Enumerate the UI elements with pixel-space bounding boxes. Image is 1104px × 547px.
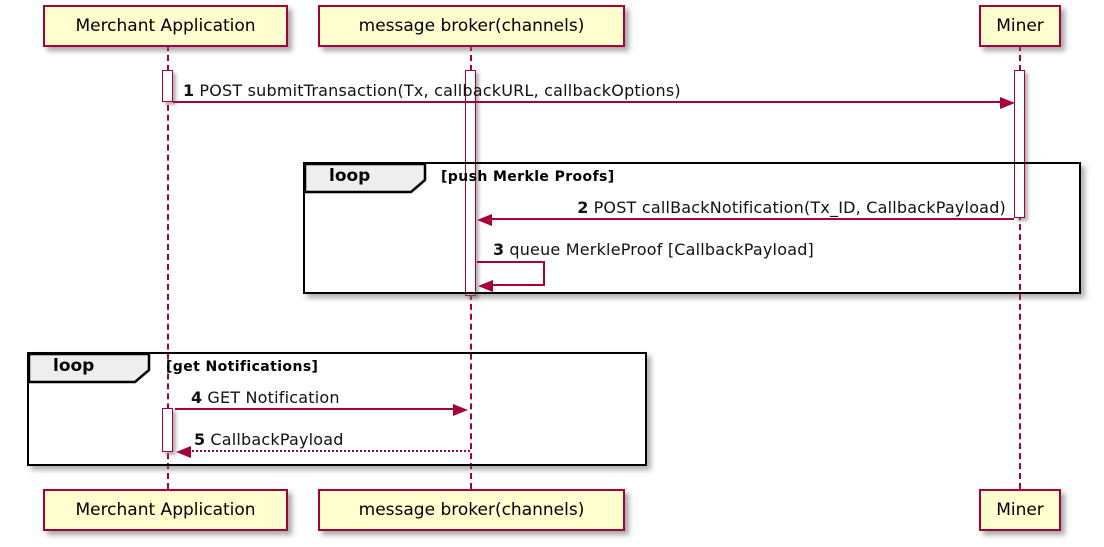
- participant-top-miner: Miner: [979, 5, 1061, 47]
- message-1-arrowhead-icon: [1000, 97, 1015, 109]
- activation-message-broker: [465, 70, 476, 296]
- loop-condition-label: [get Notifications]: [166, 359, 319, 375]
- message-text: POST callBackNotification(Tx_ID, Callbac…: [593, 198, 1006, 217]
- message-text: queue MerkleProof [CallbackPayload]: [509, 240, 814, 259]
- message-4-arrowhead-icon: [453, 404, 468, 416]
- message-3-line-top: [477, 261, 545, 263]
- activation-merchant-2: [162, 408, 173, 452]
- loop-frame-push-merkle-proofs: loop [push Merkle Proofs]: [303, 162, 1081, 294]
- message-5-arrowhead-icon: [176, 446, 191, 458]
- loop-operator-label: loop: [329, 166, 371, 186]
- loop-pentagon-icon: [304, 163, 427, 194]
- message-3-line-bottom: [490, 284, 545, 286]
- message-3-arrowhead-icon: [478, 280, 493, 292]
- message-2-arrowhead-icon: [477, 214, 492, 226]
- lifeline-miner: [1019, 45, 1021, 489]
- participant-label: Merchant Application: [75, 16, 256, 36]
- loop-operator-label: loop: [53, 356, 95, 376]
- participant-label: Merchant Application: [75, 500, 256, 520]
- participant-bottom-miner: Miner: [979, 489, 1061, 531]
- participant-label: Miner: [996, 500, 1044, 520]
- participant-top-merchant-application: Merchant Application: [43, 5, 288, 47]
- participant-label: message broker(channels): [358, 500, 585, 520]
- participant-top-message-broker: message broker(channels): [318, 5, 625, 47]
- message-number: 2: [577, 198, 589, 217]
- participant-label: message broker(channels): [358, 16, 585, 36]
- participant-bottom-message-broker: message broker(channels): [318, 489, 625, 531]
- message-3-line-side: [543, 261, 545, 284]
- message-5-line: [188, 450, 470, 452]
- message-number: 5: [194, 430, 206, 449]
- participant-bottom-merchant-application: Merchant Application: [43, 489, 288, 531]
- message-1-line: [173, 101, 1005, 103]
- message-4-line: [175, 408, 455, 410]
- message-text: GET Notification: [207, 388, 340, 407]
- loop-frame-get-notifications: loop [get Notifications]: [27, 352, 647, 466]
- loop-pentagon-icon: [28, 353, 151, 384]
- message-number: 3: [493, 240, 505, 259]
- loop-condition-label: [push Merkle Proofs]: [441, 169, 615, 185]
- participant-label: Miner: [996, 16, 1044, 36]
- activation-miner: [1014, 70, 1025, 218]
- message-number: 1: [183, 81, 195, 100]
- message-text: CallbackPayload: [210, 430, 344, 449]
- lifeline-merchant-application: [167, 45, 169, 489]
- message-text: POST submitTransaction(Tx, callbackURL, …: [199, 81, 681, 100]
- message-number: 4: [191, 388, 203, 407]
- activation-merchant-1: [162, 70, 173, 102]
- message-2-line: [489, 218, 1014, 220]
